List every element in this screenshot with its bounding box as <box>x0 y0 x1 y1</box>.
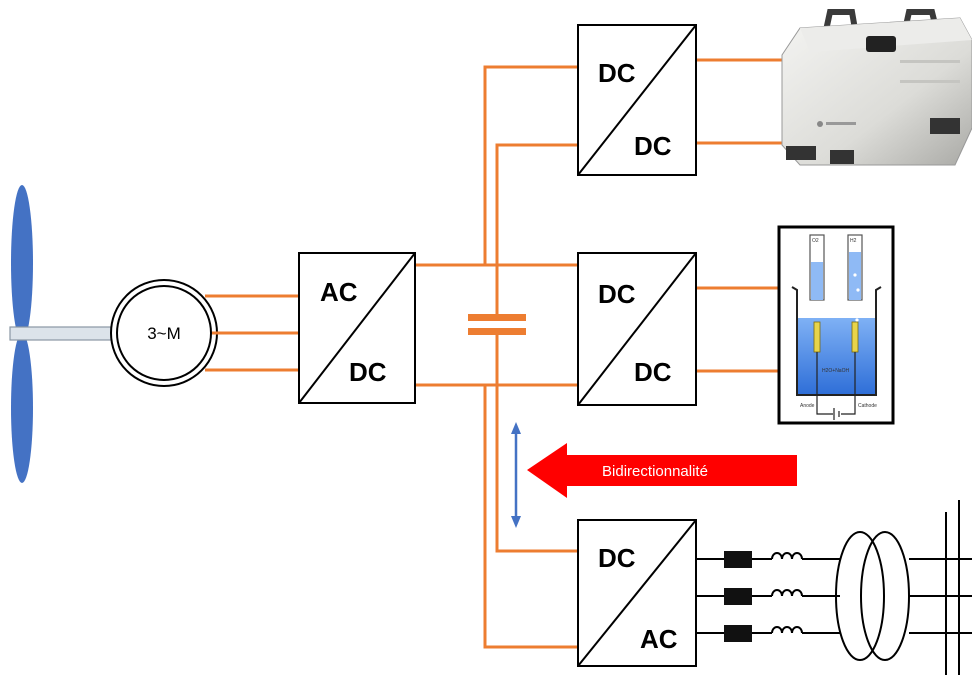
motor-3-phase: 3~M <box>111 280 217 386</box>
dc-link-capacitor <box>468 314 526 335</box>
grid-transformer-icon <box>696 500 972 675</box>
converter-dc-ac-bottom: AC <box>640 624 678 654</box>
bidirectional-arrow-icon <box>511 422 521 528</box>
electrolyzer-icon: O2 H2 H2O+NaOH Anode Cathode <box>779 227 893 423</box>
electrolyzer-cathode: Cathode <box>858 403 877 409</box>
converter-ac-dc-bottom: DC <box>349 357 387 387</box>
converter-dc-ac-top: DC <box>598 543 636 573</box>
converter-dc-dc-1-bottom: DC <box>634 131 672 161</box>
wind-turbine-icon <box>10 185 114 483</box>
electrolyzer-solution: H2O+NaOH <box>822 368 849 374</box>
converter-ac-dc-top: AC <box>320 277 358 307</box>
turbine-blade-top <box>11 185 33 341</box>
electrolyzer-gas-left: O2 <box>812 238 819 244</box>
bidirectionnalite-arrow: Bidirectionnalité <box>527 443 797 498</box>
bidirectionnalite-label: Bidirectionnalité <box>602 463 708 480</box>
converter-dc-dc-2-bottom: DC <box>634 357 672 387</box>
converter-dc-ac-grid: DC AC <box>578 520 696 666</box>
turbine-blade-bottom <box>11 333 33 483</box>
converter-dc-dc-fuel-cell: DC DC <box>578 25 696 175</box>
converter-dc-dc-1-top: DC <box>598 58 636 88</box>
converter-ac-dc: AC DC <box>299 253 415 403</box>
turbine-shaft <box>10 327 114 340</box>
electrolyzer-anode: Anode <box>800 403 815 409</box>
motor-label: 3~M <box>147 324 181 343</box>
converter-dc-dc-electrolyzer: DC DC <box>578 253 696 405</box>
fuel-cell-device-icon <box>782 12 972 165</box>
converter-dc-dc-2-top: DC <box>598 279 636 309</box>
electrolyzer-gas-right: H2 <box>850 238 857 244</box>
